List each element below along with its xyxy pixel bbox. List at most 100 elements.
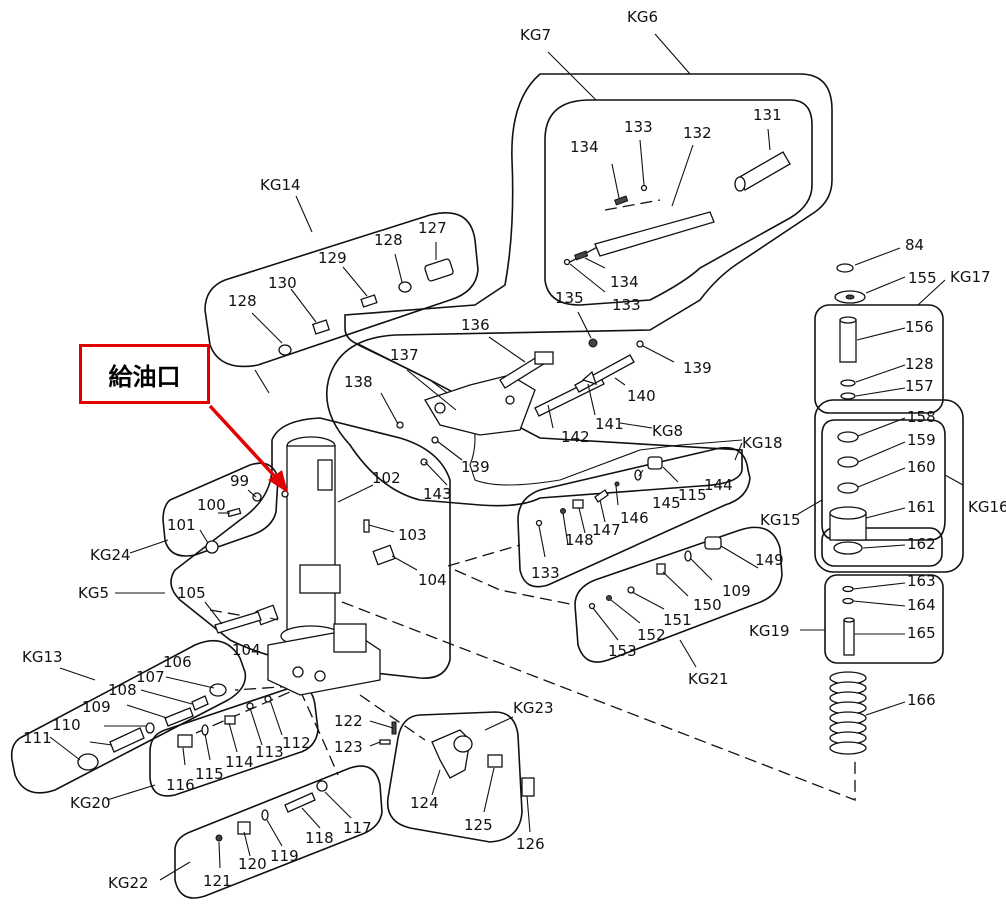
ring-164 [842,597,854,605]
part-156-top [839,316,857,324]
label-151: 151 [663,611,692,629]
label-113: 113 [255,743,284,761]
ring-115-right [634,469,642,481]
ball-121 [215,834,223,842]
label-110: 110 [52,716,81,734]
ring-139-right [636,340,644,348]
part-146 [594,489,609,503]
kg14-outline [204,211,479,368]
label-133-kg18: 133 [531,564,560,582]
label-kg6: KG6 [627,8,658,26]
connector-kg22 [299,689,339,776]
part-135 [588,338,598,348]
oring-128-left [278,344,292,356]
oring-128-right [398,281,412,293]
ring-163 [842,585,854,593]
part-161-top [829,506,867,520]
shaft-140 [574,354,635,393]
spring-129 [360,294,378,308]
pin-165 [843,619,855,656]
part-148 [560,508,566,514]
label-125: 125 [464,816,493,834]
ball-133-lower [563,258,571,266]
ring-139-left [431,436,439,444]
label-kg5: KG5 [78,584,109,602]
connector-kg23 [359,694,426,741]
clip-141 [581,370,598,385]
ring-138 [396,421,404,429]
part-117 [316,780,328,792]
label-133-top: 133 [624,118,653,136]
part-153 [588,602,596,610]
label-152: 152 [637,626,666,644]
kg24-outline [162,462,279,557]
label-115-right: 115 [678,486,707,504]
kg17-outline [814,304,944,414]
ball-133-upper [640,184,648,192]
label-106: 106 [163,653,192,671]
label-133-bottom: 133 [612,296,641,314]
part-130 [311,319,331,335]
label-157: 157 [905,377,934,395]
label-144: 144 [704,476,733,494]
label-kg8: KG8 [652,422,683,440]
label-kg19: KG19 [749,622,790,640]
label-164: 164 [907,596,936,614]
label-112: 112 [282,734,311,752]
pin-134-upper [614,195,629,206]
label-150: 150 [693,596,722,614]
label-121: 121 [203,872,232,890]
part-151 [627,586,635,594]
label-163: 163 [907,572,936,590]
label-128-kg17: 128 [905,355,934,373]
part-107 [191,695,209,711]
label-158: 158 [907,408,936,426]
connector-kg13 [179,684,307,741]
ring-115-left [201,724,209,736]
connector-kg20 [234,684,311,691]
label-101: 101 [167,516,196,534]
label-117: 117 [343,819,372,837]
kg15-outline [821,419,946,541]
pin-105 [214,611,262,634]
ring-109-right [684,550,692,562]
label-100: 100 [197,496,226,514]
label-136: 136 [461,316,490,334]
label-123: 123 [334,738,363,756]
bush-125 [487,754,503,768]
part-112 [264,695,272,703]
label-145: 145 [652,494,681,512]
nozzle-127 [424,258,454,282]
connector-105 [209,609,269,621]
label-kg16: KG16 [968,498,1006,516]
callout-label: 給油口 [108,362,181,391]
label-159: 159 [907,431,936,449]
kg19-outline [824,574,944,664]
label-102: 102 [372,469,401,487]
kg23-outline [386,711,523,843]
label-127: 127 [418,219,447,237]
kg15-inner-outline [821,527,943,567]
group-labels: KG6 KG7 KG8 KG14 KG5 KG24 KG13 KG20 KG22… [22,8,1006,892]
label-166: 166 [907,691,936,709]
part-118 [284,792,316,813]
part-149 [704,536,722,550]
spring-114 [224,715,236,725]
label-kg13: KG13 [22,648,63,666]
spring-166 [829,671,867,755]
kg7-outline [544,99,813,306]
part-110 [109,727,145,753]
label-134-bottom: 134 [610,273,639,291]
pin-103 [363,519,370,533]
main-column [267,436,381,696]
kg22-outline [174,765,383,899]
label-156: 156 [905,318,934,336]
oil-inlet-callout: 給油口 [79,344,210,404]
label-134-top: 134 [570,138,599,156]
pin-134-lower [574,250,589,261]
kg6-outline [326,73,833,507]
part-144 [647,456,663,470]
label-126: 126 [516,835,545,853]
part-152 [606,595,612,601]
